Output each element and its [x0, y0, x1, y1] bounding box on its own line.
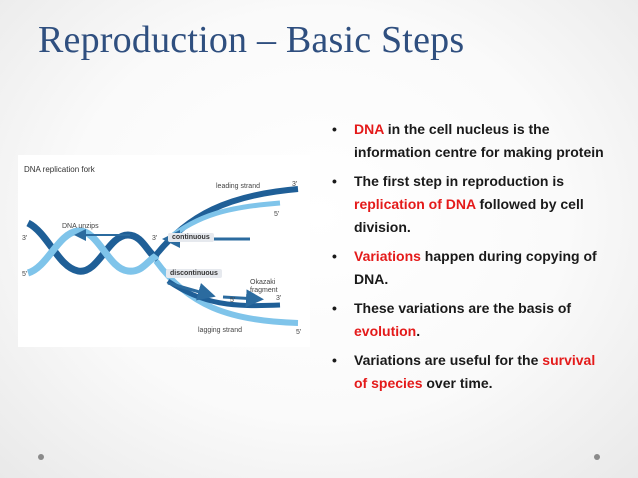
label-5prime-top: 5' — [274, 211, 280, 218]
lagging-strand-new — [166, 278, 281, 309]
label-leading-strand: leading strand — [216, 183, 260, 190]
highlight-text: evolution — [354, 323, 417, 339]
bullet-text: followed by cell division. — [354, 196, 584, 235]
bullet-text: happen during copying of DNA. — [354, 248, 597, 287]
highlight-text: replication of DNA — [354, 196, 476, 212]
bullet-item: • Variations are useful for the survival … — [330, 349, 606, 395]
label-5prime-left: 5' — [22, 271, 28, 278]
highlight-text: survival of species — [354, 352, 596, 391]
bullet-item: • These variations are the basis of evolu… — [330, 297, 606, 343]
label-3prime-left: 3' — [22, 235, 28, 242]
leading-strand-top — [153, 186, 299, 257]
label-lagging-strand: lagging strand — [198, 327, 242, 334]
bullet-list: • DNA in the cell nucleus is the informat… — [330, 118, 606, 401]
bullet-text: over time. — [422, 375, 493, 391]
okazaki-arrow-2 — [222, 289, 264, 308]
highlight-text: DNA — [354, 121, 384, 137]
bullet-text: Variations are useful for the — [354, 352, 543, 368]
label-5prime-okazaki: 5' — [230, 297, 236, 304]
bullet-dot: • — [332, 300, 337, 316]
dna-replication-diagram — [26, 186, 299, 326]
label-okazaki: Okazaki — [250, 279, 276, 286]
label-continuous: continuous — [168, 233, 214, 242]
label-fragment: fragment — [250, 287, 278, 294]
bullet-dot: • — [332, 121, 337, 137]
label-3prime-mid: 3' — [152, 235, 158, 242]
helix-strand-dark — [26, 219, 160, 275]
slide-title: Reproduction – Basic Steps — [38, 19, 465, 61]
label-dna-unzips: DNA unzips — [62, 223, 99, 230]
bullet-item: • Variations happen during copying of DNA… — [330, 245, 606, 291]
bullet-text: . — [416, 323, 421, 339]
figure-title: DNA replication fork — [24, 165, 95, 174]
label-3prime-top: 3' — [292, 181, 298, 188]
bullet-item: • The first step in reproduction is repli… — [330, 170, 606, 239]
label-5prime-bottom: 5' — [296, 329, 302, 336]
helix-strand-light — [26, 227, 160, 277]
bullet-text: These variations are the basis of — [354, 300, 572, 316]
nav-dot-left — [38, 454, 44, 460]
highlight-text: Variations — [354, 248, 421, 264]
okazaki-arrow-1 — [167, 281, 216, 301]
bullet-dot: • — [332, 248, 337, 264]
bullet-text: in the cell nucleus is the information c… — [354, 121, 604, 160]
label-3prime-okazaki: 3' — [276, 295, 282, 302]
dna-replication-figure: DNA replication fork leading strand 3' 5… — [18, 155, 310, 347]
label-discontinuous: discontinuous — [166, 269, 222, 278]
bullet-text: The first step in reproduction is — [354, 173, 565, 189]
nav-dot-right — [594, 454, 600, 460]
bullet-item: • DNA in the cell nucleus is the informat… — [330, 118, 606, 164]
bullet-dot: • — [332, 173, 337, 189]
bullet-dot: • — [332, 352, 337, 368]
